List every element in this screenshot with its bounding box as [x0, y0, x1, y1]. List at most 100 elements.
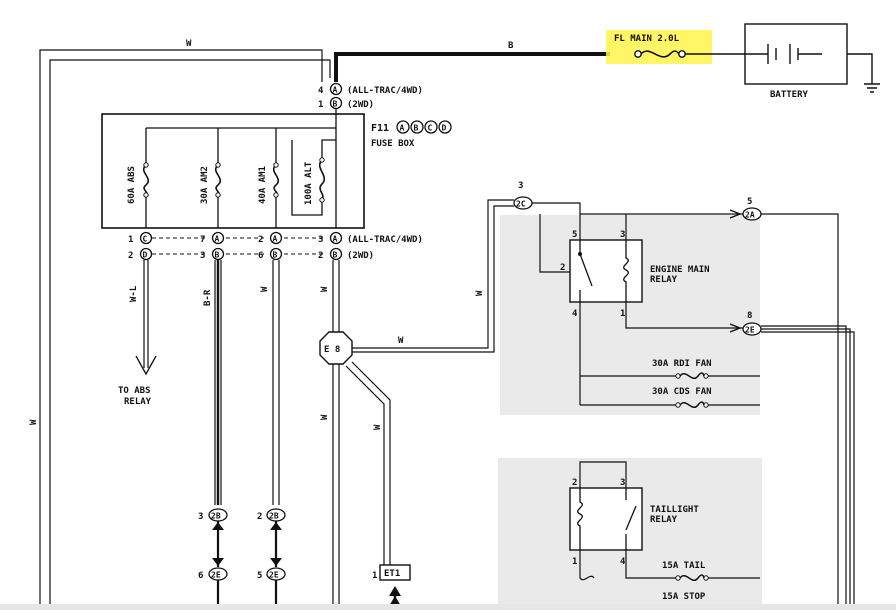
engine-main-label: ENGINE MAIN	[650, 265, 710, 275]
rdi-terminal-left	[675, 373, 681, 379]
wire-w-main-to-e8	[332, 260, 340, 335]
wire-w-main-label: W	[320, 286, 330, 292]
pin-1-label: 1	[318, 100, 323, 110]
connector-2a-label: 2A	[745, 211, 755, 220]
wire-2c-label: W	[475, 290, 485, 296]
tail-pin1-wire	[579, 550, 595, 581]
wire-w-l	[143, 260, 149, 368]
tail-relay-coil	[577, 488, 583, 550]
wire-w-below-e8	[332, 360, 340, 610]
f11-conn-a: A	[400, 124, 405, 133]
fl-main-terminal-left	[634, 50, 642, 58]
wire-w-top-label: W	[186, 39, 192, 49]
cds-terminal-right	[703, 402, 709, 408]
wire-w-left-label: W	[29, 419, 39, 425]
f11-label: F11	[371, 123, 389, 134]
c2b-right-pin: 2	[257, 512, 262, 522]
em-pin5: 5	[572, 230, 577, 240]
to-abs-label: TO ABS	[118, 386, 151, 396]
c2e-right-pin: 5	[257, 571, 262, 581]
fuse-box-label: FUSE BOX	[371, 139, 415, 149]
tail-pin4: 4	[620, 557, 626, 567]
tail-relay-switch	[625, 488, 637, 550]
fuse-40a-am1-label: 40A AM1	[258, 166, 268, 204]
et1-pin: 1	[372, 571, 377, 581]
fuse-cds-label: 30A CDS FAN	[652, 387, 712, 397]
wire-b-r-outer	[214, 260, 222, 505]
wire-e8-to-et1	[345, 361, 391, 565]
wire-w-l-label: W-L	[129, 285, 139, 302]
connector-a-top	[329, 82, 343, 96]
wire-w-am1-label: W	[260, 286, 270, 292]
wire-2e-multi	[761, 325, 855, 610]
fuse-rdi-label: 30A RDI FAN	[652, 359, 712, 369]
fuse-100a-alt	[291, 139, 336, 216]
em-pin1: 1	[620, 309, 625, 319]
connector-2e-left-label: 2E	[211, 571, 221, 580]
wire-tail-fuse	[625, 550, 760, 579]
wire-relay-pin2-loop	[539, 214, 570, 273]
connector-2e-right-label: 2E	[269, 571, 279, 580]
taillight-relay-label: RELAY	[650, 515, 678, 525]
conn-2wd-row: (2WD)	[347, 251, 374, 261]
wire-w-below-e8-label: W	[320, 414, 330, 420]
em-relay-coil	[623, 240, 629, 302]
row1-c: C	[143, 235, 148, 244]
pin-4-label: 4	[318, 86, 324, 96]
c2e-left-pin: 6	[198, 571, 203, 581]
wire-w-inner-left	[49, 59, 331, 610]
wire-w-am1	[272, 260, 280, 505]
taillight-label: TAILLIGHT	[650, 505, 699, 515]
f11-connectors	[396, 120, 452, 134]
c2c-pin: 3	[518, 181, 523, 191]
row1-pin-1: 1	[128, 235, 133, 245]
et1-label: ET1	[384, 569, 400, 579]
em-pin2: 2	[560, 263, 565, 273]
bottom-bar	[0, 604, 896, 610]
row2-connectors	[139, 247, 343, 261]
row1-pin-7: 7	[200, 235, 205, 245]
row2-pin-6: 6	[258, 251, 263, 261]
fuse-60a-abs	[142, 128, 150, 228]
engine-main-relay-box	[569, 239, 643, 303]
f11-conn-c: C	[428, 124, 433, 133]
row2-d: D	[143, 251, 148, 260]
arrow-2a-icon	[729, 209, 742, 219]
fuse-60a-abs-label: 60A ABS	[127, 166, 137, 204]
conn-all-trac-top: (ALL-TRAC/4WD)	[347, 86, 423, 96]
abs-relay-label: RELAY	[124, 397, 152, 407]
e8-label: E 8	[324, 345, 340, 355]
em-switch-dot	[578, 252, 582, 256]
conn-2wd-top: (2WD)	[347, 100, 374, 110]
bidirectional-arrows-icon	[212, 522, 282, 566]
row2-b2: B	[273, 251, 278, 260]
wire-b-main	[334, 52, 610, 82]
row2-pin-3: 3	[200, 251, 205, 261]
connector-2b-left-label: 2B	[211, 512, 221, 521]
wire-et1-label: W	[373, 424, 383, 430]
row1-a1: A	[215, 235, 220, 244]
wire-b-r-label: B-R	[203, 289, 213, 306]
connector-b-top-label: B	[333, 100, 338, 109]
em-pin4: 4	[572, 309, 578, 319]
fuse-tail-label: 15A TAIL	[662, 561, 706, 571]
fl-main-fuse-element	[640, 50, 680, 58]
cds-fuse-element	[679, 401, 705, 408]
f11-conn-b: B	[414, 124, 419, 133]
battery-cells	[745, 44, 822, 64]
fuse-box-outline	[101, 113, 365, 229]
fuse-40a-am1	[272, 128, 280, 228]
c2a-pin: 5	[747, 197, 752, 207]
tail-pin3: 3	[620, 478, 625, 488]
ground-icon	[847, 53, 880, 93]
c2b-left-pin: 3	[198, 512, 203, 522]
row1-pin-2: 2	[258, 235, 263, 245]
wire-e8-label: W	[398, 336, 404, 346]
fuse-stop-label: 15A STOP	[662, 592, 706, 602]
fuse-100a-alt-label: 100A ALT	[304, 161, 314, 205]
fl-main-highlight	[606, 30, 712, 64]
conn-all-trac-row: (ALL-TRAC/4WD)	[347, 235, 423, 245]
wire-2c-to-relay	[532, 202, 581, 240]
e8-connector	[319, 331, 353, 365]
c2e-pin: 8	[747, 311, 752, 321]
